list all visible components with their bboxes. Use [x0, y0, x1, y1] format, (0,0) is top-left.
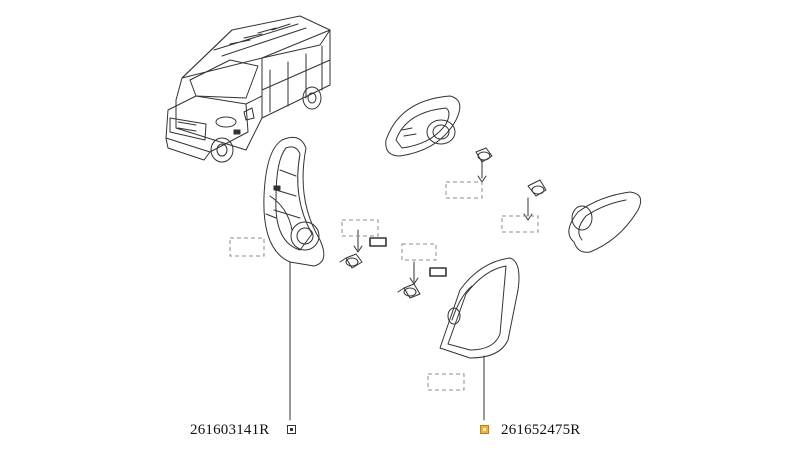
part-number-label-2: 261652475R — [501, 422, 581, 438]
callout-marker-2[interactable] — [480, 425, 489, 434]
assembly-arrows — [353, 159, 533, 285]
bulb-2 — [397, 283, 421, 299]
tail-lamp-assembly — [263, 136, 325, 267]
bulb-1 — [339, 253, 363, 269]
leader-lines — [289, 261, 485, 421]
bulb-4 — [527, 179, 547, 197]
van-illustration — [165, 15, 331, 163]
connector-tags — [369, 237, 447, 277]
reference-boxes — [229, 181, 539, 391]
callout-marker-1[interactable] — [287, 425, 296, 434]
rear-marker-lamp — [439, 257, 520, 359]
lamp-seal — [385, 95, 461, 157]
part-number-label-1: 261603141R — [190, 422, 270, 438]
bulb-3 — [475, 147, 493, 163]
side-repeater-lens — [568, 191, 642, 253]
